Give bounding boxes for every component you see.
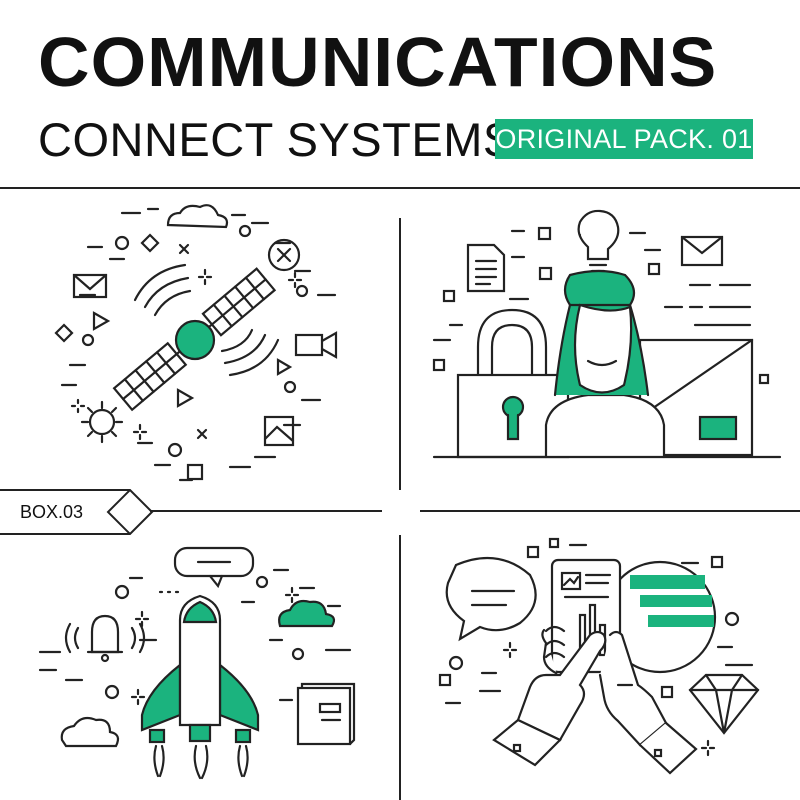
bulb-icon [577,209,620,261]
video-camera-icon [294,333,324,357]
close-icon [267,238,301,272]
page-title: COMMUNICATIONS [38,23,718,101]
book-icon [296,686,352,746]
page-subtitle: CONNECT SYSTEMS [38,113,515,166]
speech-bubble-icon [173,546,255,578]
analytics-illustration [438,537,760,775]
cloud-icon [278,599,336,628]
cloud-icon [166,204,229,229]
vertical-divider-bottom [399,535,401,800]
diamond-icon [688,673,760,735]
chat-bubble-icon [445,556,537,642]
document-icon [466,243,506,293]
image-icon [263,415,295,447]
horizontal-divider-left [150,510,382,512]
header-divider [0,187,800,189]
mail-icon [680,235,724,267]
mail-icon [72,273,108,299]
horizontal-divider-right [420,510,800,512]
security-illustration [432,209,782,459]
pack-badge: ORIGINAL PACK. 01 [495,119,753,159]
vertical-divider-top [399,218,401,490]
satellite-illustration [54,204,338,482]
rocket-illustration [38,546,356,780]
bell-icon [90,614,120,654]
gear-icon [88,408,116,436]
box-label: BOX.03 [20,502,84,522]
